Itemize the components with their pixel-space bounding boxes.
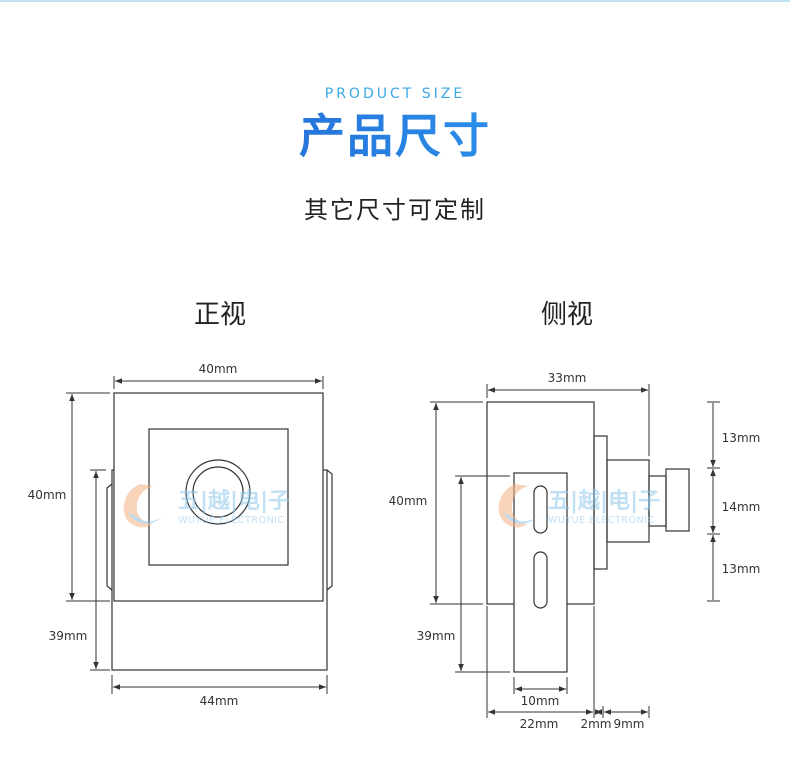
side-view-drawing bbox=[486, 401, 690, 673]
section-title: 产品尺寸 bbox=[0, 106, 790, 166]
front-lens-inner bbox=[192, 466, 244, 518]
side-dim-bottom-a-label: 22mm bbox=[520, 717, 559, 731]
side-dim-right-bottom-label: 13mm bbox=[722, 562, 761, 576]
front-face-square bbox=[148, 428, 289, 566]
watermark-logo-icon bbox=[123, 484, 154, 528]
front-dim-bottom-label: 44mm bbox=[200, 694, 239, 708]
watermark-side: 五|越|电|子 WUYUE ELECTRONIC bbox=[498, 484, 660, 528]
side-view-title: 侧视 bbox=[540, 300, 593, 330]
side-dim-bottom-b-label: 2mm bbox=[580, 717, 611, 731]
front-bracket-ear-right bbox=[326, 469, 333, 591]
front-view-title: 正视 bbox=[193, 300, 246, 330]
front-dim-height-upper-label: 40mm bbox=[28, 488, 67, 502]
top-divider bbox=[0, 0, 790, 2]
watermark-brand-cn: 五|越|电|子 bbox=[548, 489, 660, 514]
side-dim-bracket-label: 10mm bbox=[521, 694, 560, 708]
side-bracket-slot-lower bbox=[533, 551, 548, 609]
watermark-brand-en: WUYUE ELECTRONIC bbox=[178, 515, 284, 526]
side-dim-top-label: 33mm bbox=[548, 371, 587, 385]
side-dim-bottom-c-label: 9mm bbox=[613, 717, 644, 731]
watermark-brand-cn: 五|越|电|子 bbox=[178, 489, 290, 514]
customization-note: 其它尺寸可定制 bbox=[304, 196, 486, 224]
watermark-front: 五|越|电|子 WUYUE ELECTRONIC bbox=[123, 484, 290, 528]
side-dim-right-mid-label: 14mm bbox=[722, 500, 761, 514]
watermark-logo-icon bbox=[498, 484, 529, 528]
side-bracket-slot-upper bbox=[533, 485, 548, 534]
side-dim-height-lower-label: 39mm bbox=[417, 629, 456, 643]
side-bracket bbox=[513, 472, 568, 673]
watermark-brand-en: WUYUE ELECTRONIC bbox=[548, 515, 654, 526]
front-view-drawing bbox=[106, 392, 333, 671]
front-dim-top-label: 40mm bbox=[199, 362, 238, 376]
front-lens-outer bbox=[185, 459, 251, 525]
section-subtitle: PRODUCT SIZE bbox=[324, 86, 466, 102]
side-dim-height-upper-label: 40mm bbox=[389, 494, 428, 508]
side-dim-right-top-label: 13mm bbox=[722, 431, 761, 445]
front-dim-height-lower-label: 39mm bbox=[49, 629, 88, 643]
side-lens-cap bbox=[665, 468, 690, 532]
front-bracket-ear-left bbox=[106, 483, 113, 591]
